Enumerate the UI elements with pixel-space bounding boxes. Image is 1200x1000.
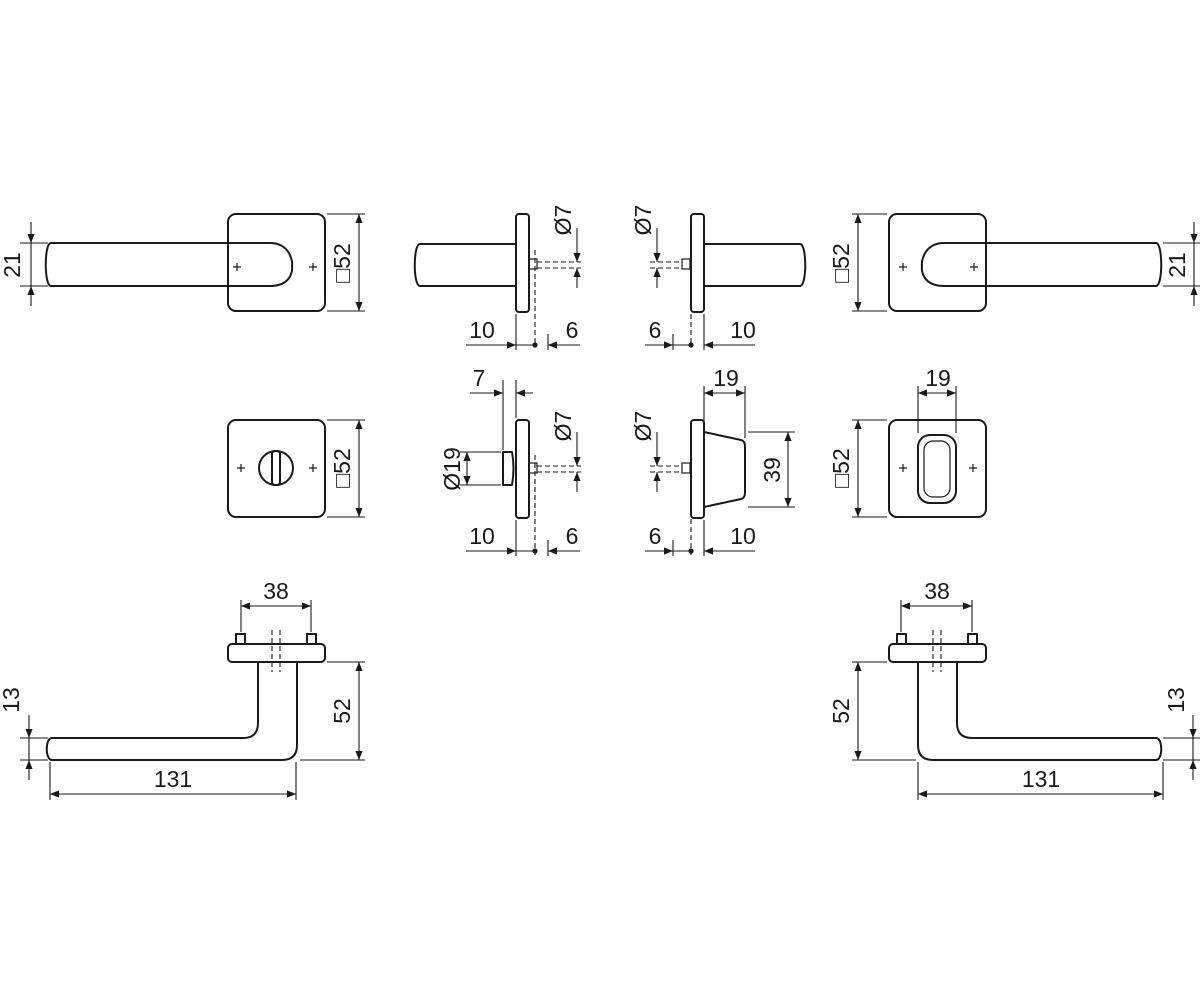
spindle-offset-label: 6	[566, 523, 579, 549]
screw-spacing-label: 38	[924, 578, 950, 604]
lever-length-label: 131	[154, 766, 192, 792]
lever-side-view-right: Ø7 6 10	[630, 205, 807, 350]
pin-diameter-label: Ø7	[630, 205, 656, 236]
rose-to-axis-label: 10	[469, 523, 495, 549]
release-width-label: 19	[713, 365, 739, 391]
rose-to-axis-label: 10	[469, 317, 495, 343]
pin-diameter-label: Ø7	[550, 205, 576, 236]
release-rose-front: 19 □52	[828, 365, 987, 518]
rose-to-axis-label: 10	[730, 317, 756, 343]
lever-top-view-right: 38 52 13 131	[828, 578, 1200, 800]
turn-diameter-label: Ø19	[439, 447, 465, 490]
lever-top-view-left: 38 13 52 131	[0, 578, 365, 800]
spindle-offset-label: 6	[649, 523, 662, 549]
grip-thickness-label: 13	[0, 687, 24, 713]
rose-size-label: □52	[329, 243, 355, 282]
lever-side-view-left: Ø7 10 6	[413, 205, 581, 350]
rose-size-label: □52	[828, 243, 854, 282]
turn-length-label: 7	[473, 365, 486, 391]
pin-diameter-label: Ø7	[630, 411, 656, 442]
spindle-offset-label: 6	[649, 317, 662, 343]
pin-diameter-label: Ø7	[550, 411, 576, 442]
projection-label: 52	[828, 698, 854, 724]
rose-size-label: □52	[828, 448, 854, 487]
rose-to-axis-label: 10	[730, 523, 756, 549]
spindle-offset-label: 6	[566, 317, 579, 343]
release-height-label: 39	[759, 457, 785, 483]
projection-label: 52	[329, 698, 355, 724]
release-side-view: Ø7 19 39 6 10	[630, 365, 795, 556]
slot-width-label: 19	[925, 365, 951, 391]
grip-height-label: 21	[1164, 252, 1190, 278]
lever-rose-front-left: 21 □52	[0, 213, 365, 312]
turn-side-view: 7 Ø19 Ø7 10 6	[439, 365, 581, 556]
screw-spacing-label: 38	[263, 578, 289, 604]
rose-size-label: □52	[329, 448, 355, 487]
lever-length-label: 131	[1022, 766, 1060, 792]
grip-height-label: 21	[0, 252, 25, 278]
grip-thickness-label: 13	[1163, 687, 1189, 713]
turn-rose-front: □52	[227, 419, 365, 518]
lever-rose-front-right: □52 21	[828, 213, 1200, 312]
